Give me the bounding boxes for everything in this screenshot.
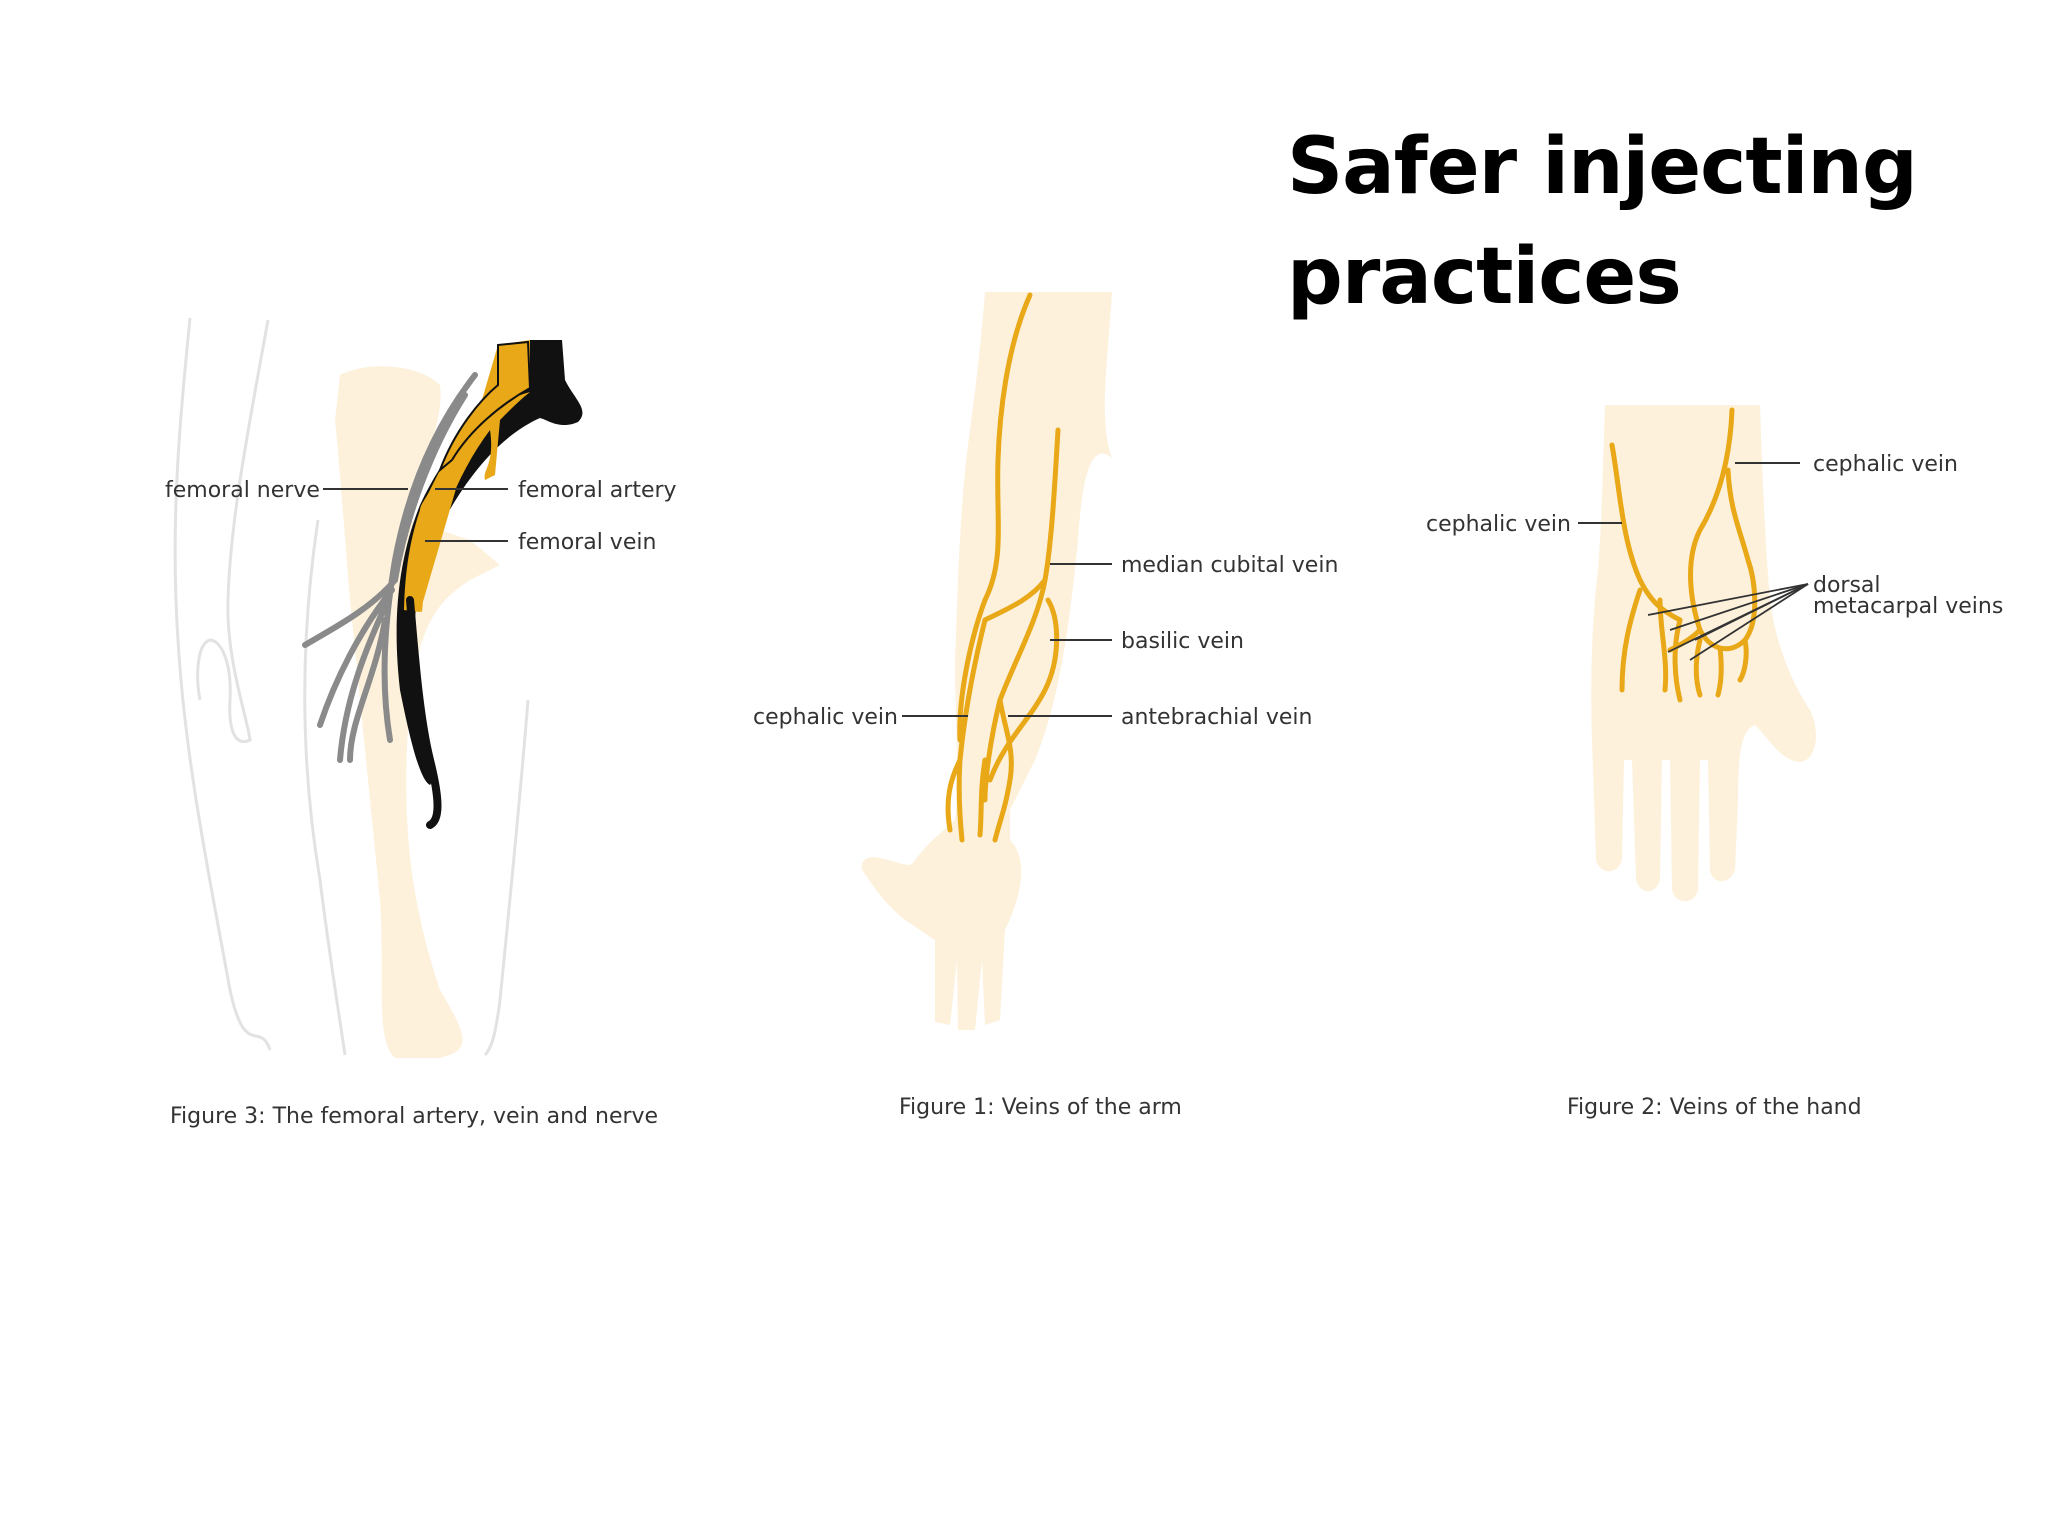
hand-outline (196, 319, 270, 744)
label-cephalic-vein-arm: cephalic vein (753, 705, 898, 730)
title-line-1: Safer injecting (1287, 122, 1918, 212)
caption-figure-3: Figure 3: The femoral artery, vein and n… (170, 1104, 658, 1129)
label-femoral-artery: femoral artery (518, 478, 677, 503)
leg-outline (303, 519, 347, 1056)
caption-figure-1: Figure 1: Veins of the arm (899, 1095, 1182, 1120)
slide-title: Safer injecting practices (1287, 112, 1918, 332)
label-dorsal: dorsal (1813, 573, 1881, 598)
label-median-cubital-vein: median cubital vein (1121, 553, 1338, 578)
caption-figure-2: Figure 2: Veins of the hand (1567, 1095, 1862, 1120)
label-basilic-vein: basilic vein (1121, 629, 1244, 654)
arm-figure: median cubital vein basilic vein antebra… (753, 292, 1338, 1120)
label-metacarpal-veins: metacarpal veins (1813, 594, 2003, 619)
arm-silhouette (861, 292, 1112, 1030)
femoral-figure: femoral nerve femoral artery femoral vei… (165, 317, 677, 1129)
femur-bone (335, 366, 500, 1058)
femoral-vein-upper (437, 340, 532, 474)
label-cephalic-vein-hand-left: cephalic vein (1426, 512, 1571, 537)
artery-tail (406, 596, 442, 829)
femoral-nerve (302, 372, 478, 763)
label-antebrachial-vein: antebrachial vein (1121, 705, 1312, 730)
label-femoral-nerve: femoral nerve (165, 478, 320, 503)
hand-figure: cephalic vein cephalic vein dorsal metac… (1426, 405, 2003, 1120)
dorsal-leaders (1647, 583, 1809, 661)
label-femoral-vein: femoral vein (518, 530, 656, 555)
title-line-2: practices (1287, 232, 1682, 322)
thigh-outline (173, 317, 272, 1051)
arm-veins (945, 292, 1061, 843)
hand-veins (1609, 407, 1758, 703)
thigh-inner-outline (483, 699, 530, 1057)
hand-silhouette (1591, 405, 1816, 902)
label-cephalic-vein-hand-right: cephalic vein (1813, 452, 1958, 477)
